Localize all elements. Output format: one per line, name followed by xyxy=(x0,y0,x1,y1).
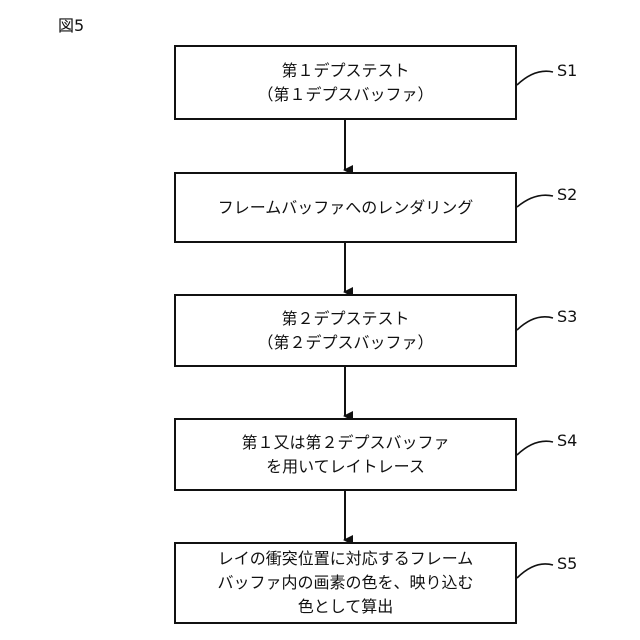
step-s1-line-2: （第１デプスバッファ） xyxy=(257,83,433,107)
step-s2-line-1: フレームバッファへのレンダリング xyxy=(218,196,474,220)
step-label-s5: S5 xyxy=(557,554,577,573)
step-s5-line-2: バッファ内の画素の色を、映り込む xyxy=(217,571,473,595)
step-s3-line-2: （第２デプスバッファ） xyxy=(257,331,433,355)
step-box-s5: レイの衝突位置に対応するフレーム バッファ内の画素の色を、映り込む 色として算出 xyxy=(174,542,517,624)
step-s3-line-1: 第２デプステスト xyxy=(281,307,409,331)
step-label-s2: S2 xyxy=(557,185,577,204)
step-label-s3: S3 xyxy=(557,307,577,326)
step-box-s1: 第１デプステスト （第１デプスバッファ） xyxy=(174,45,517,120)
step-s5-line-3: 色として算出 xyxy=(298,595,394,619)
step-label-s1: S1 xyxy=(557,61,577,80)
step-s1-line-1: 第１デプステスト xyxy=(281,59,409,83)
leader-s3 xyxy=(517,317,553,330)
step-box-s3: 第２デプステスト （第２デプスバッファ） xyxy=(174,294,517,367)
leader-s2 xyxy=(517,195,553,207)
step-box-s4: 第１又は第２デプスバッファ を用いてレイトレース xyxy=(174,418,517,491)
leader-s1 xyxy=(517,71,553,85)
leader-s4 xyxy=(517,441,553,455)
step-box-s2: フレームバッファへのレンダリング xyxy=(174,172,517,243)
step-s4-line-2: を用いてレイトレース xyxy=(266,455,425,479)
step-s4-line-1: 第１又は第２デプスバッファ xyxy=(241,431,449,455)
step-s5-line-1: レイの衝突位置に対応するフレーム xyxy=(218,547,474,571)
step-label-s4: S4 xyxy=(557,431,577,450)
leader-s5 xyxy=(517,564,553,578)
